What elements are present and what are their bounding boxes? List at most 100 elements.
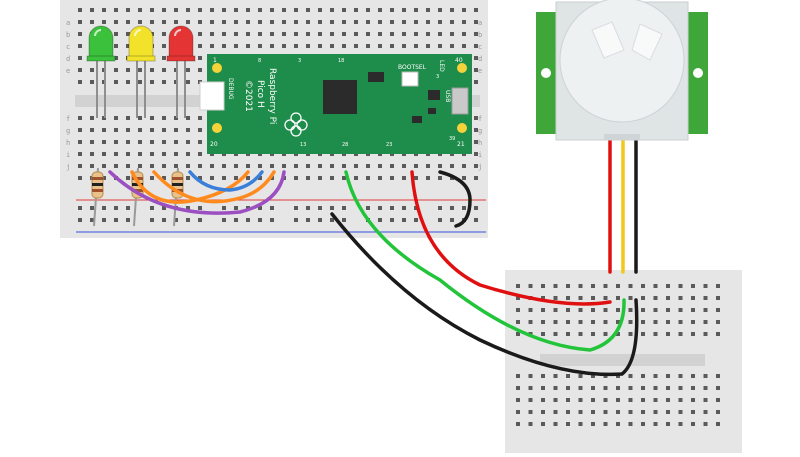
breadboard-hole — [438, 32, 442, 36]
breadboard-hole — [102, 164, 106, 168]
breadboard-hole — [438, 176, 442, 180]
small-breadboard-hole — [641, 332, 645, 336]
breadboard-hole — [378, 44, 382, 48]
breadboard-hole — [150, 152, 154, 156]
breadboard-hole — [402, 20, 406, 24]
wire-purple — [108, 170, 286, 215]
breadboard-hole — [174, 8, 178, 12]
breadboard-hole — [90, 140, 94, 144]
small-breadboard-hole — [678, 422, 683, 426]
rail-hole — [378, 218, 382, 222]
small-breadboard-hole — [628, 296, 633, 300]
small-breadboard-hole — [678, 332, 683, 336]
small-breadboard-hole — [603, 308, 608, 312]
breadboard-hole — [222, 20, 226, 24]
breadboard-hole — [474, 176, 478, 180]
pin-21-label: 21 — [457, 141, 465, 148]
row-letter: g — [66, 127, 70, 135]
breadboard-hole — [102, 176, 106, 180]
rail-hole — [114, 218, 118, 222]
breadboard-hole — [114, 164, 118, 168]
small-breadboard-hole — [616, 386, 620, 390]
small-breadboard-hole — [703, 398, 708, 402]
small-breadboard-hole — [678, 284, 683, 288]
breadboard-hole — [234, 164, 238, 168]
small-breadboard-hole — [716, 374, 720, 378]
small-breadboard-hole — [691, 332, 695, 336]
led-red — [166, 25, 196, 118]
breadboard-hole — [150, 176, 154, 180]
small-breadboard-hole — [666, 386, 670, 390]
breadboard-hole — [138, 152, 142, 156]
rail-hole — [162, 206, 166, 210]
small-breadboard-hole — [691, 386, 695, 390]
rail-hole — [186, 218, 190, 222]
led-glare — [94, 29, 102, 37]
small-breadboard-hole — [591, 284, 595, 288]
breadboard-hole — [126, 128, 130, 132]
breadboard-hole — [474, 56, 478, 60]
small-breadboard-hole — [703, 320, 708, 324]
wire-black-short — [438, 170, 472, 228]
breadboard-hole — [78, 176, 82, 180]
breadboard-hole — [426, 164, 430, 168]
rail-hole — [438, 206, 442, 210]
rail-hole — [234, 218, 238, 222]
usb-connector — [451, 87, 469, 115]
rail-hole — [306, 218, 310, 222]
breadboard-hole — [258, 176, 262, 180]
breadboard-hole — [126, 8, 130, 12]
led-green — [86, 25, 116, 118]
small-breadboard-hole — [716, 332, 720, 336]
breadboard-hole — [162, 8, 166, 12]
breadboard-hole — [114, 44, 118, 48]
rail-hole — [414, 218, 418, 222]
breadboard-hole — [114, 68, 118, 72]
small-breadboard-hole — [653, 320, 658, 324]
breadboard-hole — [354, 44, 358, 48]
breadboard-hole — [234, 32, 238, 36]
rail-hole — [174, 218, 178, 222]
small-breadboard-hole — [578, 296, 583, 300]
rail-hole — [414, 206, 418, 210]
breadboard-hole — [282, 164, 286, 168]
small-breadboard-hole — [553, 308, 558, 312]
breadboard-hole — [102, 152, 106, 156]
small-breadboard-hole — [678, 320, 683, 324]
breadboard-hole — [90, 164, 94, 168]
breadboard-hole — [126, 68, 130, 72]
small-breadboard-hole — [716, 398, 720, 402]
breadboard-hole — [78, 56, 82, 60]
breadboard-hole — [234, 8, 238, 12]
breadboard-hole — [378, 32, 382, 36]
small-breadboard-hole — [653, 410, 658, 414]
small-breadboard-hole — [666, 296, 670, 300]
breadboard-hole — [282, 44, 286, 48]
breadboard-hole — [318, 176, 322, 180]
breadboard-hole — [126, 152, 130, 156]
rail-hole — [294, 218, 298, 222]
breadboard-hole — [186, 140, 190, 144]
small-breadboard-hole — [541, 320, 545, 324]
breadboard-hole — [438, 164, 442, 168]
breadboard-hole — [114, 128, 118, 132]
rail-hole — [102, 206, 106, 210]
regulator-chip — [428, 90, 440, 100]
small-breadboard-hole — [628, 386, 633, 390]
small-breadboard-hole — [528, 422, 533, 426]
pico-model-label: Pico H — [255, 80, 265, 108]
rail-hole — [270, 218, 274, 222]
small-breadboard-hole — [603, 320, 608, 324]
small-breadboard-hole — [678, 386, 683, 390]
breadboard-hole — [390, 20, 394, 24]
breadboard-hole — [390, 176, 394, 180]
small-breadboard-hole — [653, 386, 658, 390]
row-letter: i — [478, 151, 482, 159]
breadboard-hole — [378, 164, 382, 168]
rail-hole — [474, 218, 478, 222]
pin-20-label: 20 — [210, 141, 218, 148]
breadboard-hole — [138, 164, 142, 168]
small-breadboard-hole — [578, 422, 583, 426]
breadboard-hole — [90, 152, 94, 156]
